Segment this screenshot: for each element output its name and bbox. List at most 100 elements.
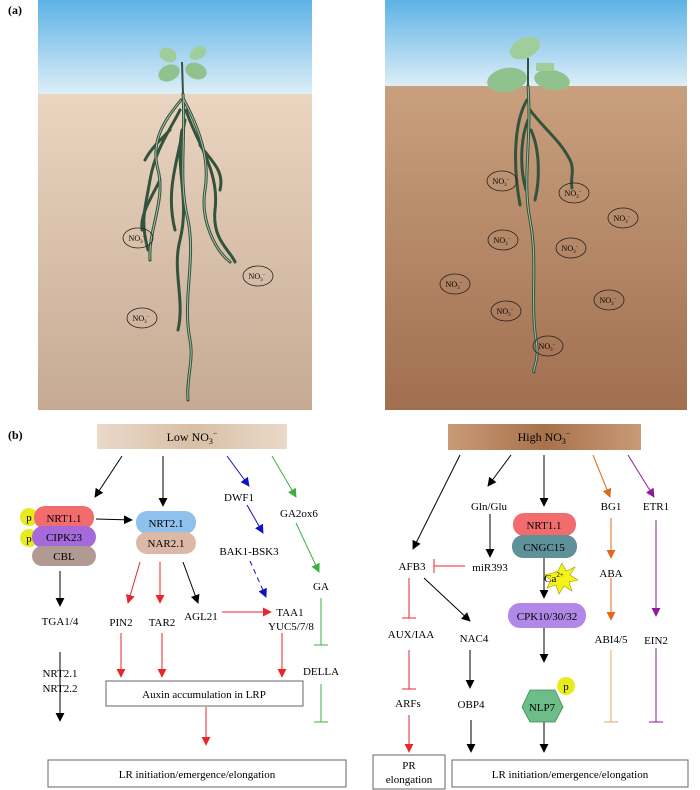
aux-iaa-label: AUX/IAA	[388, 629, 434, 641]
nlp7-node	[521, 689, 564, 723]
cbl-label: CBL	[53, 551, 75, 563]
nitrate-ellipse	[593, 289, 625, 311]
nitrate-ellipse	[532, 335, 564, 357]
cpk-node	[508, 603, 586, 628]
nrt22-label: NRT2.2	[42, 683, 77, 695]
nitrate-label: NO3−	[562, 244, 579, 255]
pin2-label: PIN2	[109, 617, 132, 629]
nitrate-label: NO3−	[565, 189, 582, 200]
phospho-label-1: p	[26, 512, 32, 524]
high-nitrate-header: High NO3−	[448, 424, 641, 450]
nitrate-label: NO3−	[614, 214, 631, 225]
nitrate-label: NO3−	[249, 272, 266, 283]
nlp7-label: NLP7	[529, 702, 556, 714]
nitrate-label: NO3−	[600, 296, 617, 307]
root-system-high-inner	[526, 85, 538, 373]
ga2ox6-label: GA2ox6	[280, 508, 318, 520]
agl21-label: AGL21	[184, 611, 218, 623]
nrt11-label: NRT1.1	[46, 513, 81, 525]
shoot-low	[158, 46, 207, 95]
obp4-label: OBP4	[458, 699, 485, 711]
shoot-high	[487, 36, 570, 93]
yuc-label: YUC5/7/8	[268, 621, 314, 633]
nac4-label: NAC4	[460, 633, 489, 645]
phospho-label-2: p	[26, 533, 32, 545]
nitrate-markers: NO3− NO3− NO3− NO3− NO3− NO3− NO3− NO3− NO3− NO3−…	[122, 170, 639, 357]
pr-label-2: elongation	[386, 774, 433, 786]
right-nodes: Gln/Glu NRT1.1 CNGC15 BG1 ETR1 AFB3 miR3…	[372, 501, 689, 790]
cbl-node	[32, 546, 96, 566]
low-nitrate-header: Low NO3−	[97, 424, 287, 449]
mir393-label: miR393	[472, 562, 508, 574]
nitrate-ellipse	[242, 265, 274, 287]
gln-glu-label: Gln/Glu	[471, 501, 508, 513]
nitrate-label: NO3−	[129, 234, 146, 245]
phospho-label-nlp7: p	[563, 681, 569, 693]
nitrate-ellipse	[490, 300, 522, 322]
nitrate-label: NO3−	[497, 307, 514, 318]
nitrate-label: NO3−	[446, 280, 463, 291]
nrt21-label: NRT2.1	[148, 518, 183, 530]
cngc15-label: CNGC15	[523, 542, 565, 554]
dwf1-label: DWF1	[224, 492, 254, 504]
cipk23-label: CIPK23	[46, 532, 83, 544]
abi45-label: ABI4/5	[595, 634, 629, 646]
lr-label-low: LR initiation/emergence/elongation	[119, 769, 276, 781]
nitrate-ellipse	[558, 182, 590, 204]
nrt11-node	[34, 506, 94, 529]
pr-label-1: PR	[402, 760, 416, 772]
cpk-label: CPK10/30/32	[517, 611, 578, 623]
calcium-label: Ca2+	[544, 571, 564, 585]
nrt11-high-label: NRT1.1	[526, 520, 561, 532]
phospho-badge-nlp7	[557, 677, 575, 695]
nrt21-node	[136, 511, 196, 534]
ein2-label: EIN2	[644, 635, 668, 647]
nitrate-label: NO3−	[493, 177, 510, 188]
nitrate-ellipse	[555, 237, 587, 259]
nitrate-label: NO3−	[539, 342, 556, 353]
high-nitrate-scene	[385, 0, 687, 410]
low-nitrate-scene	[38, 0, 312, 410]
panel-label-b: (b)	[8, 428, 23, 442]
cipk23-node	[32, 526, 96, 548]
lr-box-high	[451, 759, 689, 788]
nitrate-ellipse	[122, 227, 154, 249]
lr-box-low	[47, 759, 347, 788]
nar21-node	[136, 532, 196, 554]
afb3-label: AFB3	[399, 561, 426, 573]
bak1-bsk3-label: BAK1-BSK3	[219, 546, 279, 558]
left-nodes: p p NRT1.1 CIPK23 CBL NRT2.1 NAR2.1 DWF1…	[20, 492, 347, 788]
root-system-low-inner	[149, 93, 231, 401]
nitrate-label: NO3−	[494, 236, 511, 247]
tar2-label: TAR2	[149, 617, 176, 629]
left-arrows	[55, 455, 328, 746]
phospho-badge-1	[20, 508, 38, 526]
pr-elongation-box	[372, 754, 446, 790]
cngc15-node	[512, 535, 577, 558]
etr1-label: ETR1	[643, 501, 669, 513]
ga-label: GA	[313, 581, 329, 593]
bg1-label: BG1	[601, 501, 622, 513]
auxin-accumulation-label: Auxin accumulation in LRP	[142, 689, 266, 701]
taa1-label: TAA1	[276, 607, 303, 619]
nitrate-ellipse	[487, 229, 519, 251]
nitrate-ellipse	[607, 207, 639, 229]
nitrate-ellipse	[439, 273, 471, 295]
aba-label: ABA	[599, 568, 622, 580]
right-arrows	[402, 454, 663, 753]
svg-text:Low NO3−: Low NO3−	[167, 429, 218, 446]
nitrate-ellipse	[486, 170, 518, 192]
nrt11-high-node	[513, 513, 576, 536]
auxin-accumulation-box	[105, 680, 304, 707]
arfs-label: ARFs	[395, 698, 421, 710]
nitrate-label: NO3−	[133, 314, 150, 325]
della-label: DELLA	[303, 666, 339, 678]
tga14-label: TGA1/4	[42, 616, 79, 628]
nrt21-target-label: NRT2.1	[42, 668, 77, 680]
nar21-label: NAR2.1	[148, 538, 185, 550]
nitrate-ellipse	[126, 307, 158, 329]
svg-text:High NO3−: High NO3−	[518, 429, 571, 446]
calcium-burst-icon	[543, 562, 579, 595]
panel-label-a: (a)	[8, 3, 22, 17]
